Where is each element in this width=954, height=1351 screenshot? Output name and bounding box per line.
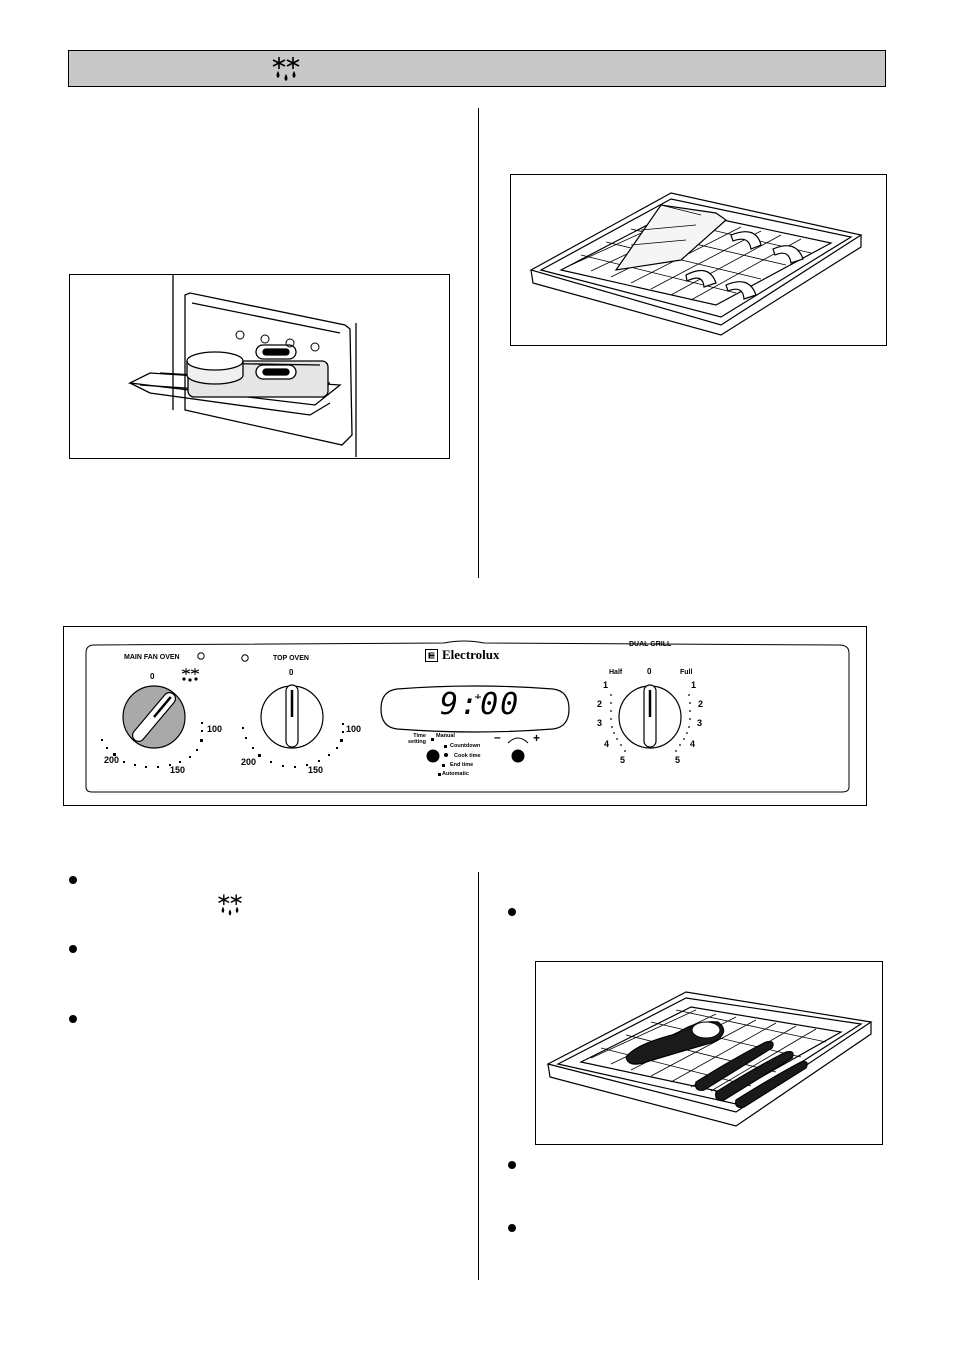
column-divider-top (478, 108, 479, 578)
bullet-point (508, 1161, 516, 1169)
automatic-label: Automatic (442, 771, 469, 777)
defrost-icon (272, 57, 300, 81)
time-setting-indicator (431, 738, 434, 741)
bullet-point (508, 1224, 516, 1232)
main-oven-mark-100: 100 (207, 724, 223, 734)
grill-left-mark-5: 5 (620, 755, 626, 765)
grill-pan-fish-drawing (529, 192, 863, 336)
top-oven-mark-150: 150 (308, 765, 324, 775)
grill-left-mark-3: 3 (597, 718, 603, 728)
top-oven-indicator-light (241, 654, 249, 662)
timer-adjust-button[interactable] (510, 748, 526, 764)
grill-right-mark-2: 2 (698, 699, 704, 709)
top-oven-mark-200: 200 (241, 757, 257, 767)
adjust-arc-icon (507, 737, 529, 744)
countdown-label: Countdown (450, 743, 481, 749)
main-fan-oven-label: MAIN FAN OVEN (124, 654, 180, 661)
top-oven-knob[interactable] (236, 677, 366, 777)
grill-right-mark-5: 5 (675, 755, 681, 765)
timer-mode-indicators (438, 745, 448, 776)
grill-pan-meat-drawing (546, 991, 873, 1127)
main-oven-defrost-icon (181, 668, 200, 682)
bullet-point (508, 908, 516, 916)
bullet-point (69, 876, 77, 884)
main-oven-mark-200: 200 (104, 755, 120, 765)
control-panel-outline (85, 640, 850, 793)
top-oven-zero-mark: 0 (289, 668, 294, 677)
oven-with-food-drawing (127, 275, 357, 457)
oven-shelf-illustration (69, 274, 450, 459)
manual-label: Manual (436, 733, 455, 739)
grill-pan-fish-illustration (510, 174, 887, 346)
main-oven-zero-mark: 0 (150, 672, 155, 681)
plus-sign: + (533, 731, 541, 745)
cooker-control-panel: MAIN FAN OVEN 0 100 150 200 TOP OVEN 0 1… (63, 626, 867, 806)
defrost-icon (218, 894, 242, 916)
grill-right-mark-4: 4 (690, 739, 696, 749)
grill-full-label: Full (680, 669, 693, 676)
brand-name: Electrolux (442, 647, 500, 662)
electrolux-logo-icon (425, 649, 438, 662)
bullet-point (69, 1015, 77, 1023)
top-oven-mark-100: 100 (346, 724, 362, 734)
grill-right-mark-1: 1 (691, 680, 697, 690)
grill-zero-mark: 0 (647, 667, 652, 676)
main-oven-mark-150: 150 (170, 765, 186, 775)
grill-left-mark-2: 2 (597, 699, 603, 709)
end-time-label: End time (450, 762, 474, 768)
cook-time-label: Cook time (454, 753, 481, 759)
time-setting-button[interactable] (425, 748, 441, 764)
section-header-bar (68, 50, 886, 87)
column-divider-bottom (478, 872, 479, 1280)
time-setting-label: Time setting (407, 733, 426, 745)
minus-sign: – (494, 730, 501, 744)
top-oven-label: TOP OVEN (273, 655, 309, 662)
dual-grill-label: DUAL GRILL (629, 641, 672, 648)
dual-grill-knob[interactable] (609, 677, 709, 773)
bullet-point (69, 945, 77, 953)
grill-right-mark-3: 3 (697, 718, 703, 728)
timer-display-window (380, 685, 570, 733)
grill-half-label: Half (609, 669, 623, 676)
main-oven-indicator-light (197, 652, 205, 660)
main-fan-oven-knob[interactable] (99, 677, 229, 777)
grill-left-mark-1: 1 (603, 680, 609, 690)
timer-display-readout: 9:00 (440, 687, 521, 722)
grill-pan-meat-illustration (535, 961, 883, 1145)
grill-left-mark-4: 4 (604, 739, 610, 749)
